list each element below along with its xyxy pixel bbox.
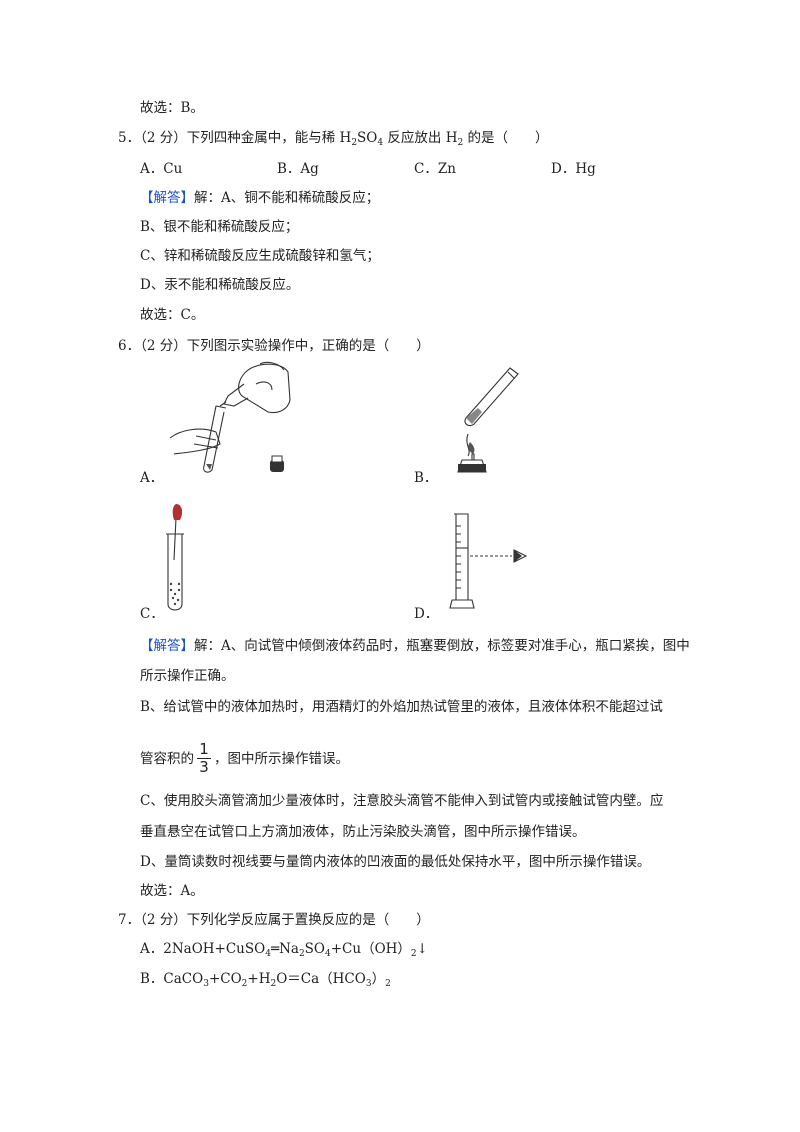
q5-stem-d: 的是（ ） xyxy=(463,130,549,146)
q5-option-d: D．Hg xyxy=(551,161,596,177)
q6-solution-3b: 垂直悬空在试管口上方滴加液体，防止污染胶头滴管，图中所示操作错误。 xyxy=(140,824,586,840)
q5-answer: 故选：C。 xyxy=(140,307,205,323)
q6-solution-1a: 【解答】解：A、向试管中倾倒液体药品时，瓶塞要倒放，标签要对准手心，瓶口紧挨，图… xyxy=(140,636,690,656)
q5-solution-1: 【解答】解：A、铜不能和稀硫酸反应； xyxy=(140,188,379,208)
q7-b-t3: +H xyxy=(247,971,271,987)
q6-solution-tag: 【解答】 xyxy=(140,638,194,654)
q7-b-t2: +CO xyxy=(208,971,242,987)
q7-a-t3: SO xyxy=(304,941,325,957)
q7-b-s4: 3 xyxy=(365,979,372,989)
q6-score: （2 分） xyxy=(140,338,187,354)
q7-a-s1: 4 xyxy=(265,949,271,959)
q6-solution-text-1a: 解：A、向试管中倾倒液体药品时，瓶塞要倒放，标签要对准手心，瓶口紧挨，图中 xyxy=(194,638,690,654)
q7-b-s3: 2 xyxy=(270,979,277,989)
figure-pouring-liquid xyxy=(169,361,291,473)
q6-solution-3a: C、使用胶头滴管滴加少量液体时，注意胶头滴管不能伸入到试管内或接触试管内壁。应 xyxy=(140,793,664,809)
q6-option-c-label: C． xyxy=(140,606,164,622)
q5-solution-3: C、锌和稀硫酸反应生成硫酸锌和氢气； xyxy=(140,248,380,264)
q7-a-t2: ═Na xyxy=(270,941,299,957)
q5-stem-c: 反应放出 H xyxy=(383,130,458,146)
q6-option-d-label: D． xyxy=(414,606,439,622)
q6-stem: 6．（2 分）下列图示实验操作中，正确的是（ ） xyxy=(118,336,430,356)
q7-stem-text: 下列化学反应属于置换反应的是（ ） xyxy=(186,912,430,928)
q7-stem: 7．（2 分）下列化学反应属于置换反应的是（ ） xyxy=(118,910,430,930)
q6-answer: 故选：A。 xyxy=(140,883,204,899)
fraction-denominator: 3 xyxy=(199,758,209,776)
q7-a-s3: 4 xyxy=(325,949,331,959)
q7-b-s5: 2 xyxy=(385,979,391,989)
q4-answer: 故选：B。 xyxy=(140,100,204,116)
fraction-numerator: 1 xyxy=(199,740,209,758)
q5-number: 5． xyxy=(118,130,141,146)
q7-a-t1: 2NaOH+CuSO xyxy=(163,941,266,957)
q7-b-t5: ） xyxy=(371,971,386,987)
q7-b-t1: CaCO xyxy=(163,971,204,987)
q7-a-s2: 2 xyxy=(298,949,305,959)
q6-stem-text: 下列图示实验操作中，正确的是（ ） xyxy=(186,338,430,354)
q7-a-t4: +Cu（OH） xyxy=(330,941,411,957)
q7-option-a: A．2NaOH+CuSO4═Na2SO4+Cu（OH）2↓ xyxy=(140,939,428,959)
q5-sub3: 2 xyxy=(457,138,464,148)
q7-score: （2 分） xyxy=(140,912,187,928)
q7-option-b: B．CaCO3+CO2+H2O＝Ca（HCO3）2 xyxy=(140,969,391,989)
q7-b-s1: 3 xyxy=(203,979,209,989)
q6-solution-2a: B、给试管中的液体加热时，用酒精灯的外焰加热试管里的液体，且液体体积不能超过试 xyxy=(140,699,663,715)
q7-option-b-label: B． xyxy=(140,971,164,987)
figure-heating-tube xyxy=(457,367,519,473)
q5-solution-4: D、汞不能和稀硫酸反应。 xyxy=(140,277,300,293)
q6-solution-2b: 管容积的 ，图中所示操作错误。 xyxy=(140,749,349,769)
q5-solution-2: B、银不能和稀硫酸反应； xyxy=(140,219,299,235)
q7-b-s2: 2 xyxy=(241,979,248,989)
q6-option-b-label: B． xyxy=(414,470,438,486)
q6-solution-1b: 所示操作正确。 xyxy=(140,668,235,684)
q5-solution-tag: 【解答】 xyxy=(140,190,194,206)
q7-a-s4: 2 xyxy=(410,949,417,959)
q5-solution-text-1: 解：A、铜不能和稀硫酸反应； xyxy=(194,190,380,206)
q5-option-c: C．Zn xyxy=(414,161,456,177)
q5-stem-a: 下列四种金属中，能与稀 H xyxy=(186,130,352,146)
q5-option-a: A．Cu xyxy=(140,161,183,177)
q5-stem-b: SO xyxy=(357,130,378,146)
q7-number: 7． xyxy=(118,912,141,928)
q6-number: 6． xyxy=(118,338,141,354)
q6-solution-text-2b-post: ，图中所示操作错误。 xyxy=(214,751,349,767)
figure-graduated-cylinder xyxy=(449,513,528,609)
figure-dropper-tube xyxy=(166,504,184,611)
q5-score: （2 分） xyxy=(140,130,187,146)
q6-option-a-label: A． xyxy=(140,470,164,486)
q7-b-t4: O＝Ca（HCO xyxy=(276,971,366,987)
q7-option-a-label: A． xyxy=(140,941,164,957)
q7-a-t5: ↓ xyxy=(416,941,428,957)
q5-sub1: 2 xyxy=(351,138,358,148)
q5-option-b: B．Ag xyxy=(277,161,319,177)
q5-stem: 5．（2 分）下列四种金属中，能与稀 H2SO4 反应放出 H2 的是（ ） xyxy=(118,128,549,148)
q5-sub2: 4 xyxy=(377,138,384,148)
q6-solution-text-2b-pre: 管容积的 xyxy=(140,751,194,767)
q6-solution-4: D、量筒读数时视线要与量筒内液体的凹液面的最低处保持水平，图中所示操作错误。 xyxy=(140,854,651,870)
